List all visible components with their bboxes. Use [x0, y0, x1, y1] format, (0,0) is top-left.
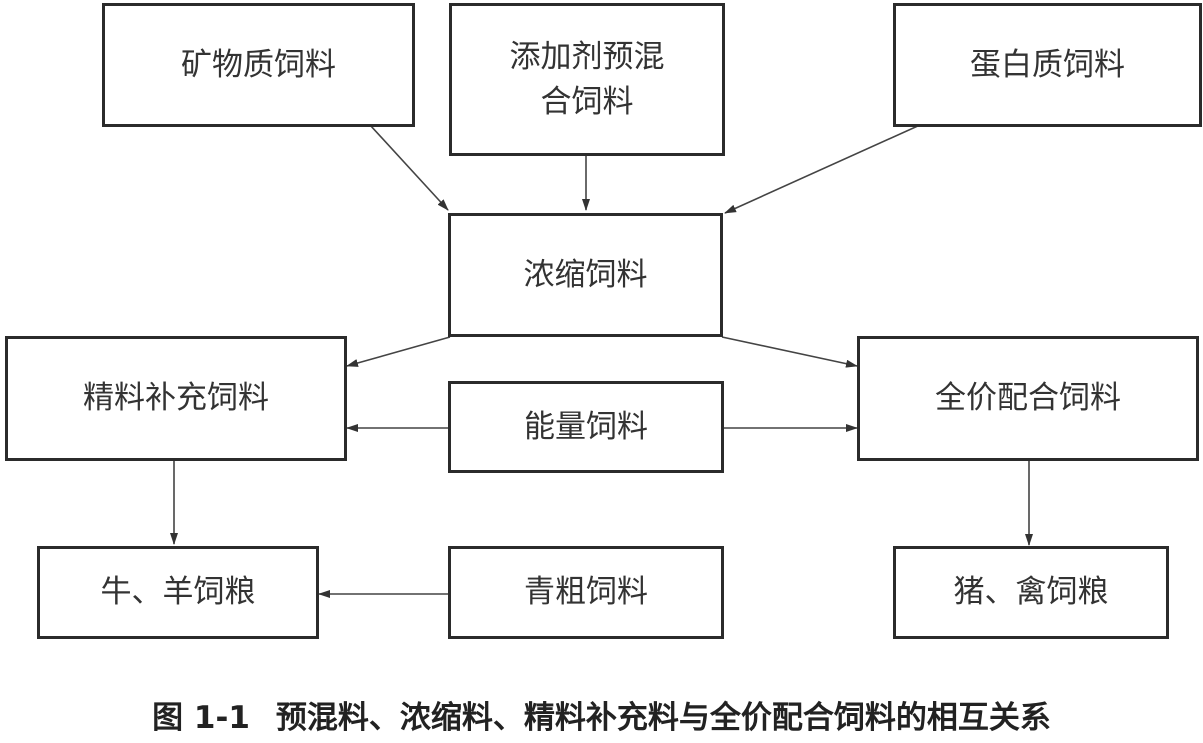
arrow-protein-to-concentrate: [724, 124, 921, 214]
energy-feed-box: 能量饲料: [448, 381, 724, 473]
mineral-feed-box: 矿物质饲料: [102, 3, 415, 127]
green-roughage-box: 青粗饲料: [448, 546, 724, 639]
concentrate-feed-box: 浓缩饲料: [448, 213, 723, 337]
supplement-feed-label: 精料补充饲料: [83, 380, 269, 417]
pig-poultry-feed-box: 猪、禽饲粮: [893, 546, 1169, 639]
concentrate-feed-label: 浓缩饲料: [523, 256, 648, 293]
complete-feed-box: 全价配合饲料: [857, 336, 1199, 461]
cattle-sheep-feed-box: 牛、羊饲粮: [37, 546, 319, 639]
cattle-sheep-feed-label: 牛、羊饲粮: [100, 574, 256, 611]
premix-feed-label-line1: 添加剂预混: [509, 38, 665, 75]
figure-caption: 图 1-1 预混料、浓缩料、精料补充料与全价配合饲料的相互关系: [0, 692, 1203, 737]
protein-feed-box: 蛋白质饲料: [893, 3, 1202, 127]
premix-feed-box: 添加剂预混 合饲料: [449, 3, 725, 156]
complete-feed-label: 全价配合饲料: [935, 380, 1121, 417]
figure-number: 图 1-1: [152, 700, 250, 736]
pig-poultry-feed-label: 猪、禽饲粮: [953, 574, 1109, 611]
premix-feed-label-line2: 合饲料: [540, 83, 634, 120]
energy-feed-label: 能量饲料: [524, 408, 648, 445]
arrow-concentrate-to-supplement: [346, 336, 451, 367]
figure-title: 预混料、浓缩料、精料补充料与全价配合饲料的相互关系: [275, 700, 1051, 736]
supplement-feed-box: 精料补充饲料: [5, 336, 347, 461]
arrow-mineral-to-concentrate: [369, 124, 449, 211]
arrow-concentrate-to-complete: [721, 336, 858, 368]
protein-feed-label: 蛋白质饲料: [970, 46, 1125, 83]
green-roughage-label: 青粗饲料: [524, 574, 648, 611]
mineral-feed-label: 矿物质饲料: [181, 46, 336, 83]
